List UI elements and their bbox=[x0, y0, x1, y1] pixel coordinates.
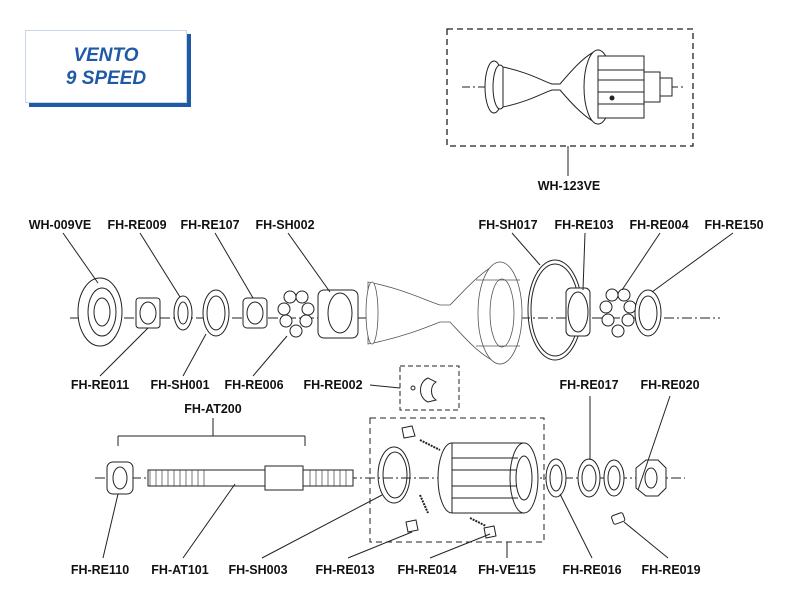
label-fh-re011: FH-RE011 bbox=[70, 378, 130, 392]
part-fh-re006 bbox=[202, 289, 230, 337]
title-line-1: VENTO bbox=[73, 44, 139, 66]
part-fh-at101 bbox=[147, 465, 354, 491]
upper-leaders bbox=[62, 232, 734, 377]
label-wh-009ve: WH-009VE bbox=[28, 218, 92, 232]
label-fh-re110: FH-RE110 bbox=[70, 563, 130, 577]
part-fh-re107 bbox=[242, 297, 268, 329]
label-fh-sh017: FH-SH017 bbox=[478, 218, 538, 232]
label-fh-re006: FH-RE006 bbox=[224, 378, 284, 392]
label-fh-re019: FH-RE019 bbox=[641, 563, 701, 577]
title-line-2: 9 SPEED bbox=[65, 67, 147, 89]
freehub-inset-frame bbox=[369, 417, 545, 543]
label-fh-re020: FH-RE020 bbox=[640, 378, 700, 392]
label-fh-re017: FH-RE017 bbox=[559, 378, 619, 392]
part-bearing-balls-right bbox=[599, 288, 637, 338]
label-fh-sh001: FH-SH001 bbox=[150, 378, 210, 392]
part-fh-sh003 bbox=[377, 446, 411, 504]
label-fh-re002: FH-RE002 bbox=[303, 378, 363, 392]
label-fh-at200: FH-AT200 bbox=[184, 402, 242, 416]
label-fh-re004: FH-RE004 bbox=[629, 218, 689, 232]
label-fh-sh003: FH-SH003 bbox=[228, 563, 288, 577]
complete-hub-illustration bbox=[462, 49, 686, 125]
part-fh-re017 bbox=[577, 458, 625, 498]
part-freehub-body bbox=[437, 442, 539, 514]
part-fh-re019 bbox=[611, 512, 626, 525]
part-fh-re020 bbox=[635, 459, 667, 497]
label-wh-123ve: WH-123VE bbox=[537, 179, 601, 193]
label-fh-re009: FH-RE009 bbox=[107, 218, 167, 232]
label-fh-ve115: FH-VE115 bbox=[478, 563, 536, 577]
part-fh-re150 bbox=[634, 289, 662, 337]
part-bearing-balls-left bbox=[277, 290, 315, 338]
part-wh-009ve bbox=[77, 277, 123, 347]
label-fh-re016: FH-RE016 bbox=[562, 563, 622, 577]
label-fh-sh002: FH-SH002 bbox=[255, 218, 315, 232]
part-fh-re110 bbox=[106, 461, 134, 495]
label-fh-at101: FH-AT101 bbox=[151, 563, 209, 577]
title-box: VENTO 9 SPEED bbox=[25, 30, 187, 103]
part-fh-re002 bbox=[410, 377, 438, 403]
axle-bracket bbox=[117, 418, 306, 446]
label-fh-re013: FH-RE013 bbox=[315, 563, 375, 577]
hub-body bbox=[365, 261, 523, 365]
part-fh-sh001 bbox=[173, 295, 193, 331]
label-fh-re014: FH-RE014 bbox=[397, 563, 457, 577]
part-fh-sh002 bbox=[317, 289, 359, 339]
part-fh-re016 bbox=[545, 458, 567, 498]
part-fh-re103 bbox=[565, 287, 591, 337]
label-fh-re107: FH-RE107 bbox=[180, 218, 240, 232]
part-pawls-springs bbox=[401, 425, 497, 539]
lower-leaders bbox=[102, 395, 671, 559]
complete-hub-frame bbox=[446, 28, 694, 147]
label-fh-re150: FH-RE150 bbox=[704, 218, 764, 232]
part-fh-re011 bbox=[135, 297, 161, 329]
label-fh-re103: FH-RE103 bbox=[554, 218, 614, 232]
